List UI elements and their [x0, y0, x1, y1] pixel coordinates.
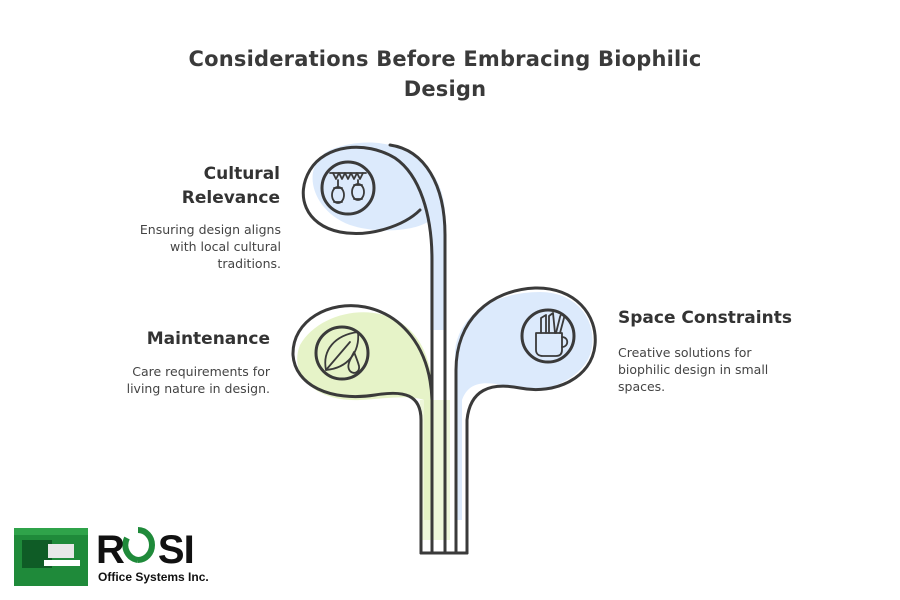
cultural-desc-line: Ensuring design aligns: [139, 222, 281, 237]
mug-tools-icon: [535, 312, 569, 357]
space-desc-line: Creative solutions for: [618, 345, 752, 360]
maintenance-desc-line: Care requirements for: [132, 364, 270, 379]
maintenance-desc-line: living nature in design.: [126, 381, 270, 396]
maintenance-description: Care requirements for living nature in d…: [90, 363, 270, 397]
cultural-desc-line: traditions.: [217, 256, 281, 271]
rosi-letter-r: R: [96, 528, 125, 572]
icon-ring-top: [320, 160, 376, 216]
cultural-heading-line2: Relevance: [181, 188, 280, 208]
space-constraints-description: Creative solutions for biophilic design …: [618, 344, 818, 395]
icon-ring-right: [520, 308, 576, 364]
maintenance-heading: Maintenance: [146, 329, 270, 349]
top-bud-inner: [388, 143, 447, 555]
lanterns-icon: [329, 172, 367, 204]
cultural-desc-line: with local cultural: [170, 239, 281, 254]
cultural-heading: Cultural Relevance: [160, 162, 280, 210]
right-leaf-outer: [454, 286, 597, 555]
space-desc-line: spaces.: [618, 379, 666, 394]
cultural-heading-line1: Cultural: [203, 164, 280, 184]
top-bud-fill: [312, 142, 445, 330]
rosi-o-mark: [122, 527, 155, 563]
rosi-wordmark: R SI: [96, 528, 195, 572]
space-constraints-heading: Space Constraints: [618, 308, 792, 328]
rosi-subtitle: Office Systems Inc.: [98, 570, 209, 584]
rosi-letters-si: SI: [157, 528, 195, 572]
leaf-drop-icon: [324, 331, 360, 374]
left-leaf-outer: [291, 304, 434, 555]
top-bud-outer: [301, 145, 434, 555]
space-desc-line: biophilic design in small: [618, 362, 769, 377]
cultural-description: Ensuring design aligns with local cultur…: [100, 221, 281, 272]
stem-fill: [420, 400, 450, 540]
icon-ring-left: [314, 325, 370, 381]
rosi-logo-graphic: [14, 528, 88, 586]
diagram-title: Considerations Before Embracing Biophili…: [188, 47, 702, 101]
right-leaf-fill: [455, 292, 593, 520]
